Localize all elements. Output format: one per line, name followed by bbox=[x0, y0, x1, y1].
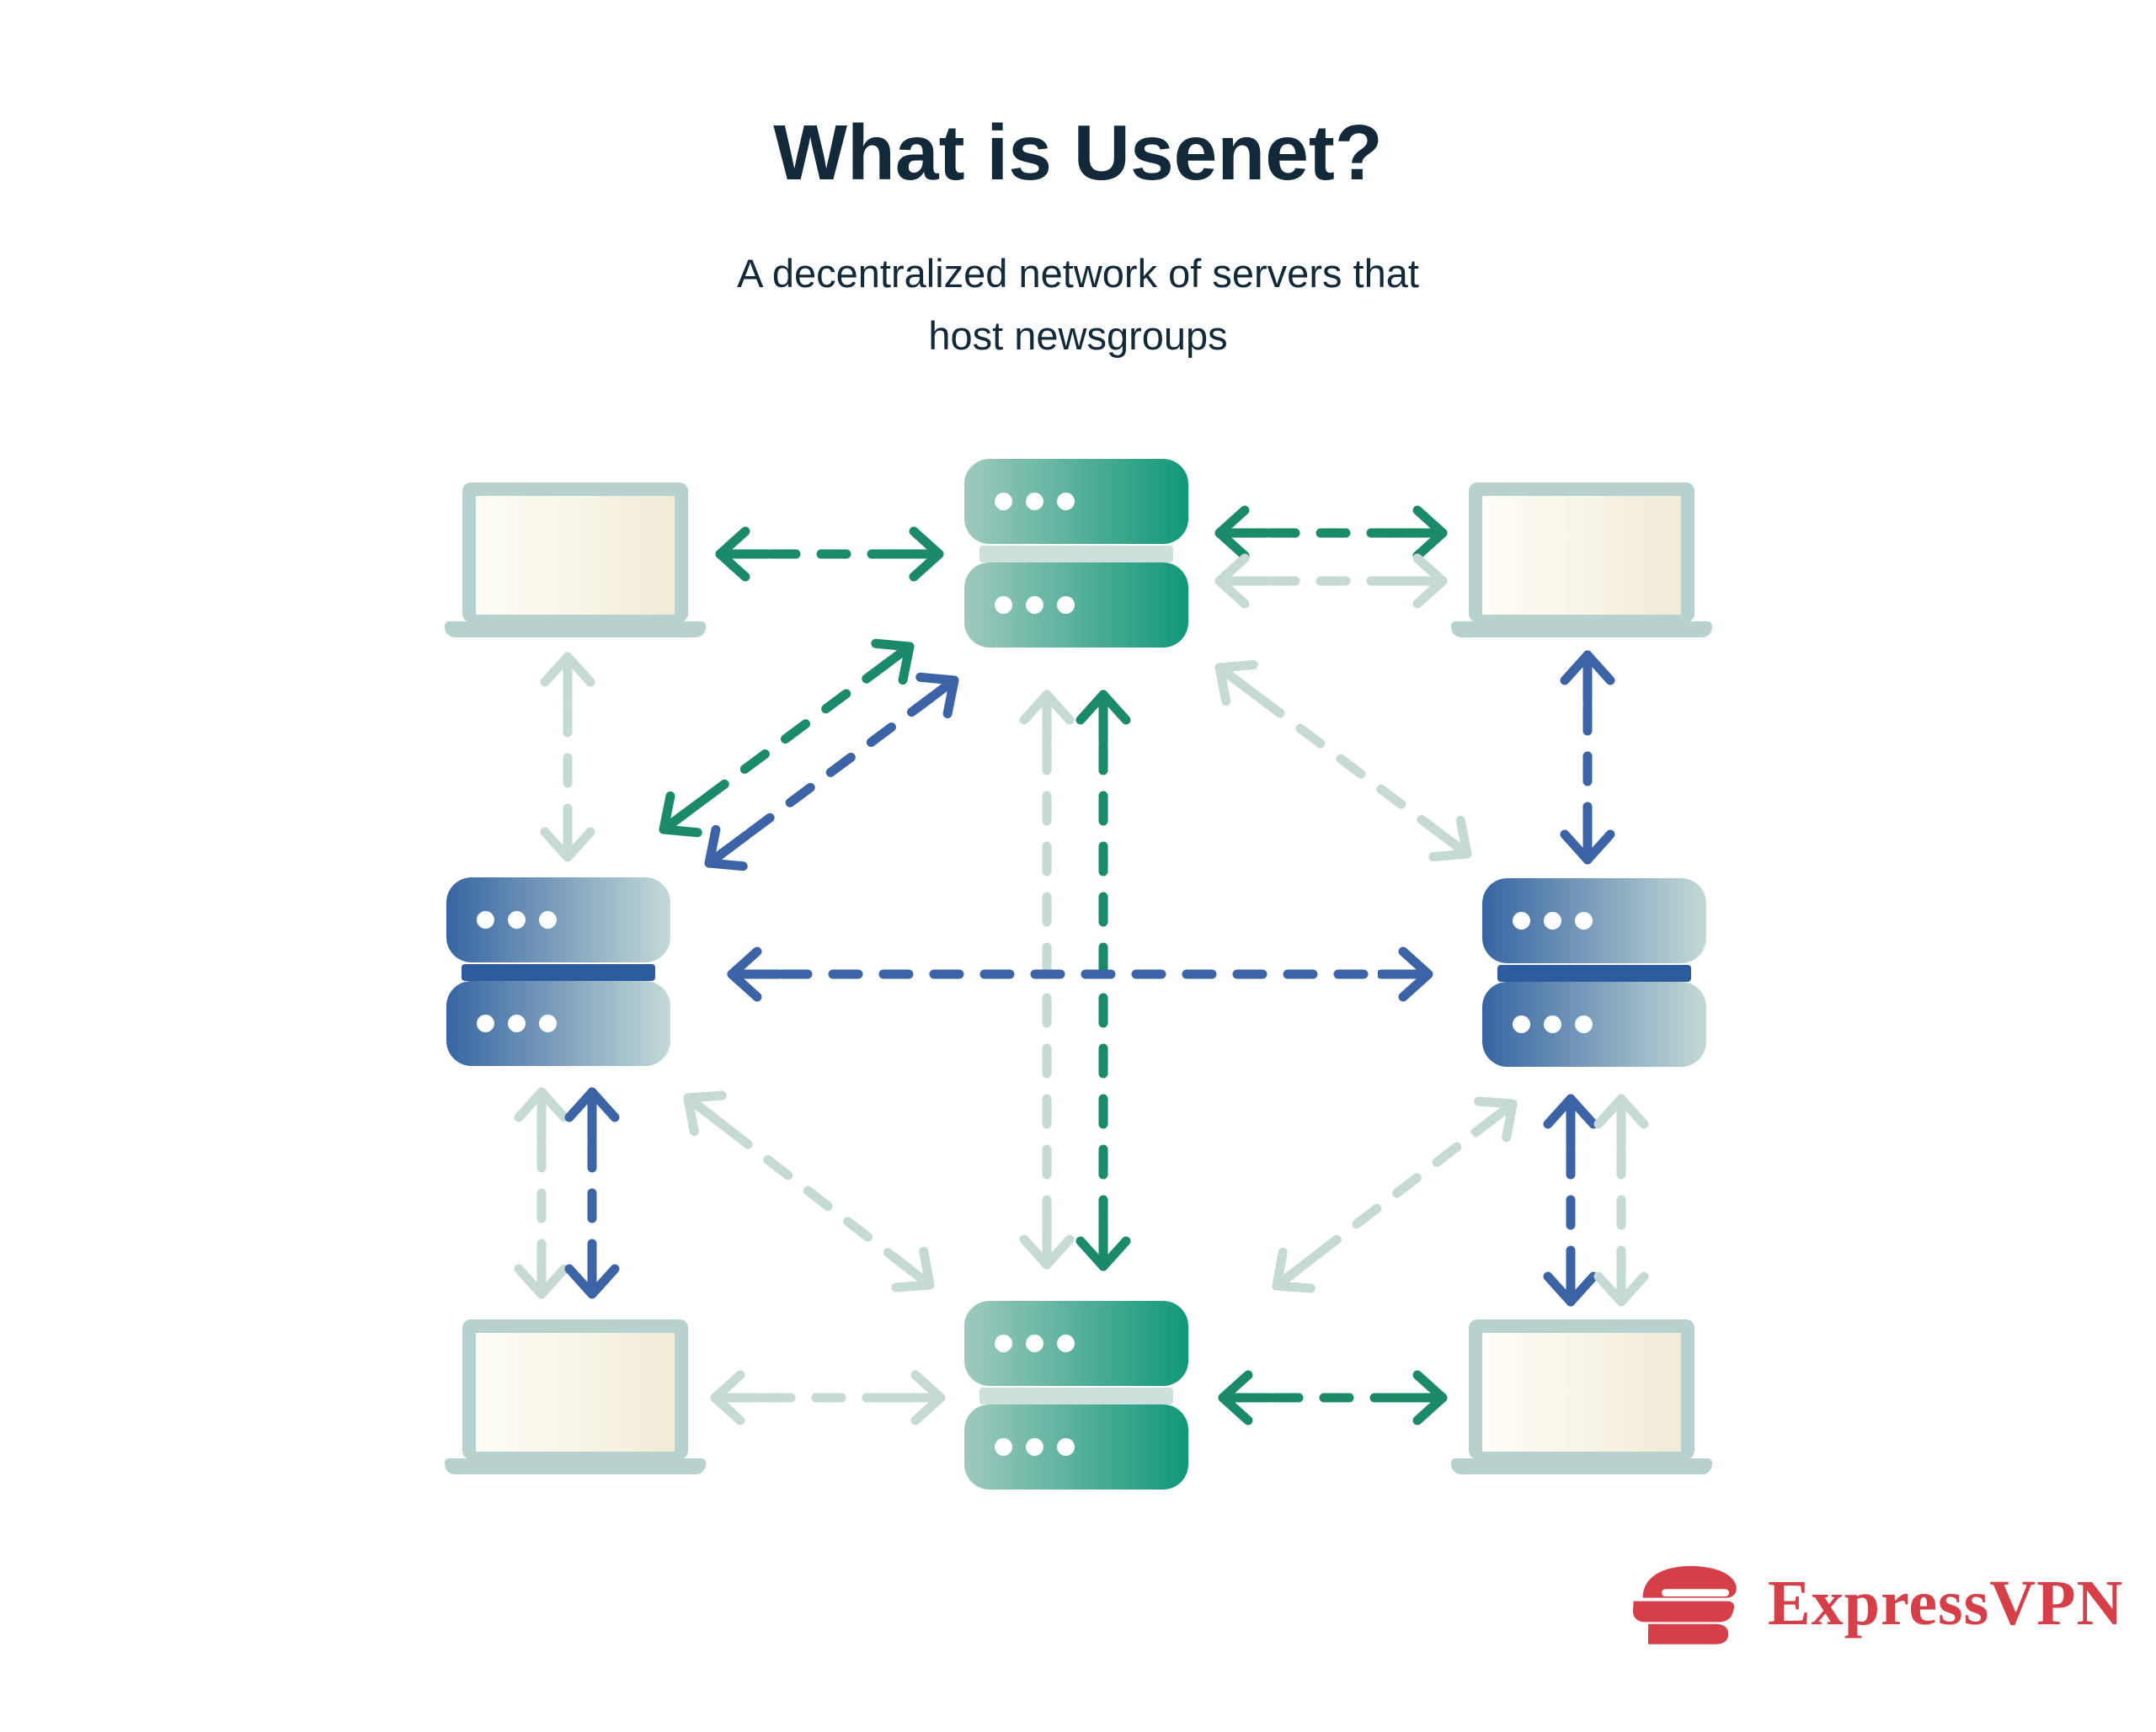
server-led-dot bbox=[539, 911, 557, 929]
server-left bbox=[446, 877, 670, 1066]
page-title: What is Usenet? bbox=[773, 109, 1383, 196]
laptop-screen bbox=[1482, 1333, 1681, 1452]
connection-arrow-blue bbox=[704, 680, 959, 863]
server-led-dot bbox=[1575, 912, 1593, 930]
page-subtitle: A decentralized network of servers that … bbox=[0, 242, 2156, 367]
server-unit-bottom bbox=[964, 562, 1188, 648]
laptop-top-right bbox=[1451, 482, 1712, 637]
laptop-base bbox=[1451, 1458, 1712, 1474]
laptop-bottom-right bbox=[1451, 1319, 1712, 1474]
server-led-dot bbox=[1026, 596, 1043, 614]
connection-arrow-light bbox=[683, 1098, 935, 1285]
server-right bbox=[1482, 878, 1706, 1067]
server-led-dot bbox=[1026, 1335, 1043, 1352]
laptop-top-left bbox=[445, 482, 706, 637]
laptop-screen bbox=[1482, 496, 1681, 615]
server-led-dot bbox=[1513, 912, 1530, 930]
laptop-frame bbox=[462, 1319, 688, 1459]
subtitle-line-1: A decentralized network of servers that bbox=[737, 251, 1419, 296]
server-led-dot bbox=[1544, 912, 1561, 930]
server-unit-bottom bbox=[964, 1404, 1188, 1490]
expressvpn-logo-icon bbox=[1632, 1565, 1737, 1644]
server-led-dot bbox=[1057, 1335, 1075, 1352]
server-led-dot bbox=[1057, 493, 1075, 510]
server-led-dot bbox=[1575, 1015, 1593, 1033]
laptop-screen bbox=[476, 1333, 675, 1452]
server-band bbox=[979, 546, 1173, 562]
connection-arrow-light bbox=[1272, 1104, 1518, 1286]
server-led-dot bbox=[508, 911, 526, 929]
laptop-base bbox=[445, 621, 706, 637]
server-unit-top bbox=[446, 877, 670, 962]
server-top bbox=[964, 459, 1188, 648]
laptop-base bbox=[1451, 621, 1712, 637]
server-bottom bbox=[964, 1301, 1188, 1490]
server-led-dot bbox=[1026, 1438, 1043, 1456]
server-led-dot bbox=[995, 1438, 1012, 1456]
server-led-dot bbox=[1057, 596, 1075, 614]
server-unit-top bbox=[964, 1301, 1188, 1386]
server-led-dot bbox=[995, 493, 1012, 510]
laptop-frame bbox=[462, 482, 688, 622]
server-led-dot bbox=[477, 1015, 494, 1032]
server-led-dot bbox=[1026, 493, 1043, 510]
laptop-bottom-left bbox=[445, 1319, 706, 1474]
server-unit-top bbox=[964, 459, 1188, 544]
server-led-dot bbox=[995, 1335, 1012, 1352]
laptop-screen bbox=[476, 496, 675, 615]
server-band bbox=[462, 964, 655, 981]
server-led-dot bbox=[995, 596, 1012, 614]
server-band bbox=[979, 1388, 1173, 1404]
server-led-dot bbox=[1057, 1438, 1075, 1456]
laptop-frame bbox=[1469, 1319, 1694, 1459]
expressvpn-logo: ExpressVPN bbox=[1628, 1559, 2123, 1647]
subtitle-line-2: host newsgroups bbox=[928, 313, 1228, 358]
server-led-dot bbox=[539, 1015, 557, 1032]
server-band bbox=[1497, 965, 1691, 982]
server-led-dot bbox=[477, 911, 494, 929]
laptop-base bbox=[445, 1458, 706, 1474]
server-led-dot bbox=[1544, 1015, 1561, 1033]
laptop-frame bbox=[1469, 482, 1694, 622]
server-led-dot bbox=[1513, 1015, 1530, 1033]
connection-arrow-light bbox=[1214, 668, 1472, 854]
server-unit-bottom bbox=[446, 981, 670, 1066]
expressvpn-logo-text: ExpressVPN bbox=[1768, 1567, 2124, 1639]
server-unit-bottom bbox=[1482, 982, 1706, 1067]
server-led-dot bbox=[508, 1015, 526, 1032]
server-unit-top bbox=[1482, 878, 1706, 963]
